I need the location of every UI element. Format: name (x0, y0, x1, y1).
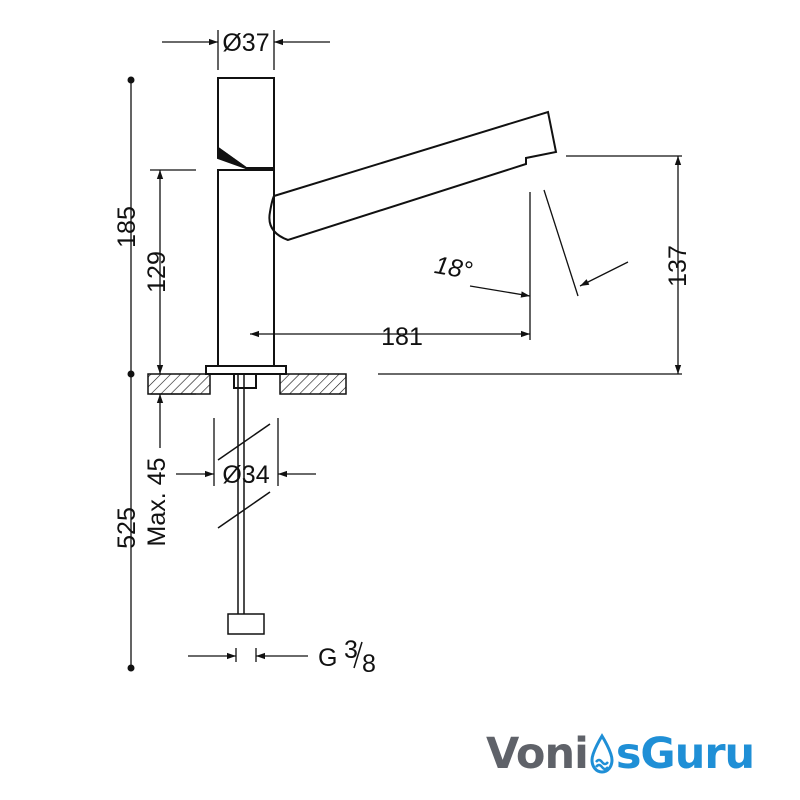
label-flex-length: 525 (113, 507, 141, 549)
dimension-lines (130, 30, 682, 668)
label-thread-denominator: 8 (362, 650, 376, 678)
logo-text-sguru: sGuru (615, 729, 755, 779)
label-total-height: 185 (113, 206, 141, 248)
label-spout-reach: 181 (381, 323, 423, 351)
connection-pipe (233, 373, 257, 389)
break-line-lower (217, 491, 271, 529)
label-thread: G (318, 644, 337, 672)
label-top-diameter: Ø37 (222, 29, 269, 57)
logo-text-voni: Voni (486, 729, 589, 779)
dimension-dots (127, 76, 135, 672)
faucet-body (217, 169, 275, 367)
flexible-hose (217, 374, 271, 635)
label-thread-slash (353, 641, 363, 669)
label-swivel-angle: 18° (432, 251, 474, 285)
water-drop-icon (590, 733, 614, 774)
faucet-outline (205, 77, 558, 389)
countertop (147, 373, 347, 395)
escutcheon-plate (205, 365, 287, 375)
handle-lever-wedge (217, 146, 247, 169)
label-pipe-diameter: Ø34 (222, 461, 269, 489)
voniosguru-logo: Voni sGuru (486, 726, 755, 782)
faucet-spout (268, 110, 558, 242)
label-max-thickness: Max. 45 (143, 458, 171, 547)
label-body-height: 129 (143, 251, 171, 293)
faucet-handle (217, 77, 275, 169)
label-thread-numerator: 3 (344, 636, 358, 664)
label-spout-height: 137 (664, 245, 692, 287)
break-line-upper (217, 423, 271, 461)
hose-nut (227, 613, 265, 635)
